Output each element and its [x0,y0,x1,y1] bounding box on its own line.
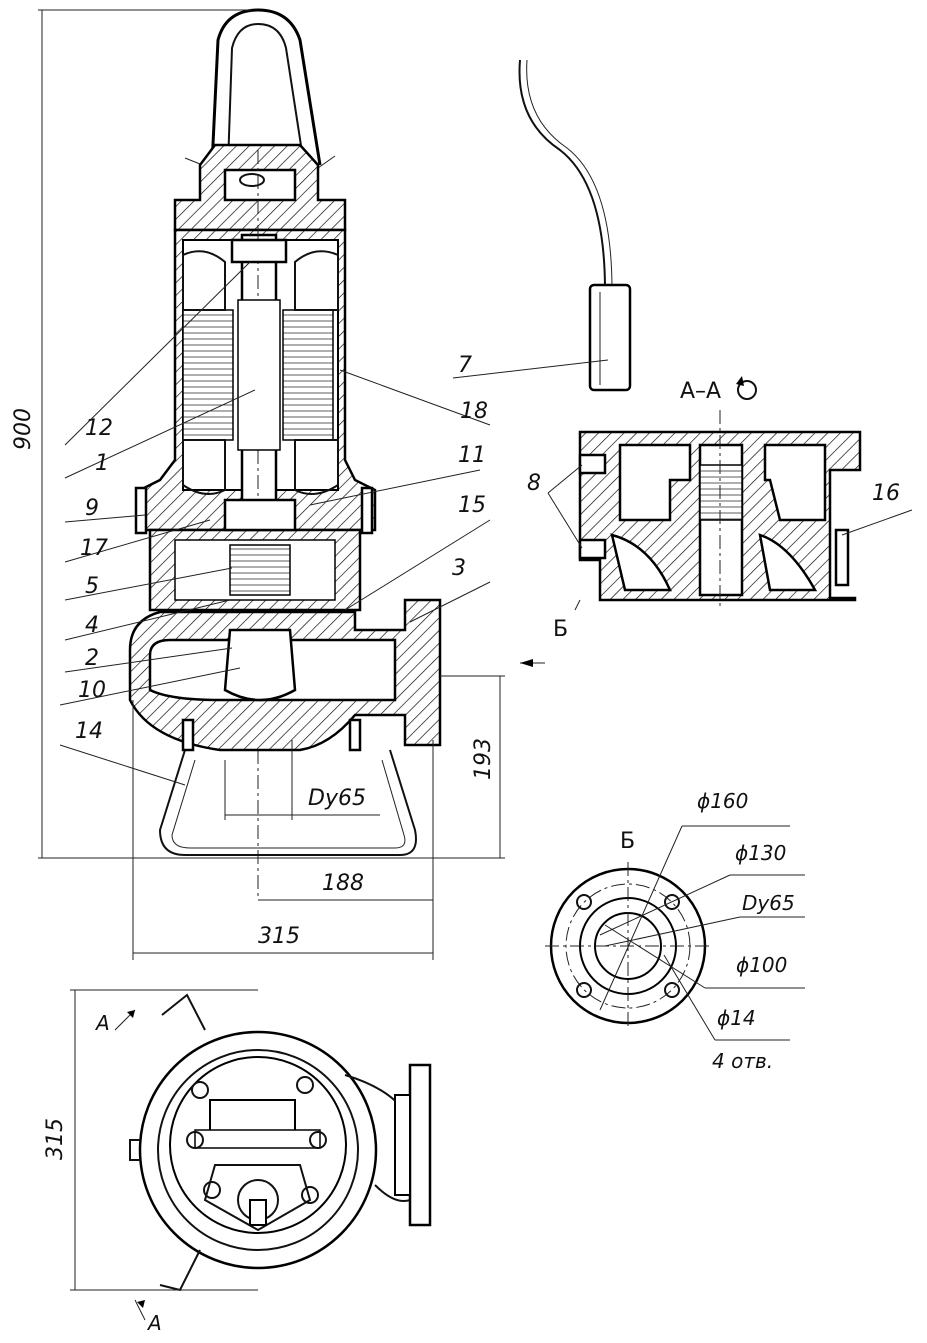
flange-d14: ϕ14 [717,1006,756,1030]
dim-315: 315 [258,924,300,949]
bolt-hole-3 [576,982,592,998]
float-switch [452,59,632,392]
flange-holes: 4 отв. [712,1049,773,1073]
bolt-hole-2 [664,894,680,910]
label-18: 18 [460,399,488,424]
dim-dy65: Dy65 [308,786,366,811]
label-3: 3 [452,556,466,581]
cut-a-top: А [94,1011,110,1035]
label-4: 4 [85,613,99,638]
section-view-b-label: Б [553,617,568,642]
label-5: 5 [85,574,99,599]
main-section-view [38,8,545,960]
flange-view [545,825,805,1041]
bolt-hole-4 [664,982,680,998]
flange-title: Б [620,829,635,854]
label-11: 11 [458,443,486,468]
label-15: 15 [458,493,486,518]
label-17: 17 [80,536,108,561]
bolt-hole-1 [576,894,592,910]
label-1: 1 [95,451,109,476]
label-2: 2 [85,646,99,671]
flange-dy65: Dy65 [742,891,795,915]
plan-view [70,989,432,1321]
plan-dim-315: 315 [43,1118,68,1160]
base-stand [158,749,417,856]
label-10: 10 [78,678,106,703]
label-16: 16 [872,481,900,506]
flange-d160: ϕ160 [697,789,748,813]
flange-d130: ϕ130 [735,841,786,865]
lifting-handle [210,8,322,166]
label-7: 7 [458,353,472,378]
label-9: 9 [85,496,99,521]
dim-188: 188 [322,871,364,896]
cut-a-bottom: А [146,1311,162,1335]
section-aa-title: А–А [680,379,721,404]
flange-d100: ϕ100 [736,953,787,977]
label-8: 8 [527,471,541,496]
section-aa-view [547,410,913,611]
rotation-icon [737,380,757,400]
dim-900: 900 [11,408,36,450]
label-12: 12 [85,416,113,441]
label-14: 14 [75,719,103,744]
dim-193: 193 [471,738,496,780]
